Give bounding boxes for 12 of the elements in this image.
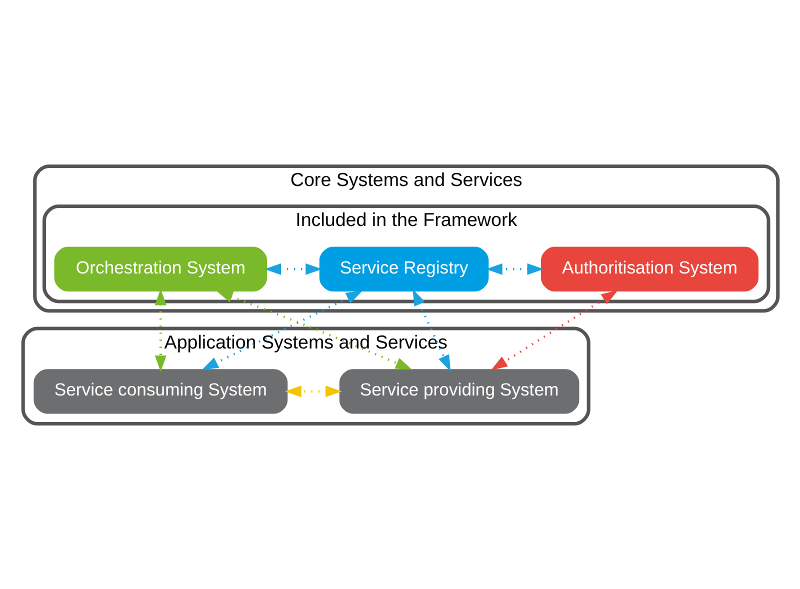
node-box: Service consuming System (32, 367, 288, 414)
arrow (490, 290, 618, 370)
node-box: Service Registry (318, 245, 490, 292)
arrow (264, 262, 322, 274)
arrow (201, 290, 362, 370)
node-box: Authoritisation System (539, 245, 760, 292)
node-box: Orchestration System (52, 245, 268, 292)
node-box: Service providing System (338, 367, 580, 414)
arrow (485, 262, 544, 274)
arrow (284, 385, 342, 397)
arrow (216, 290, 412, 370)
arrow (412, 288, 450, 372)
